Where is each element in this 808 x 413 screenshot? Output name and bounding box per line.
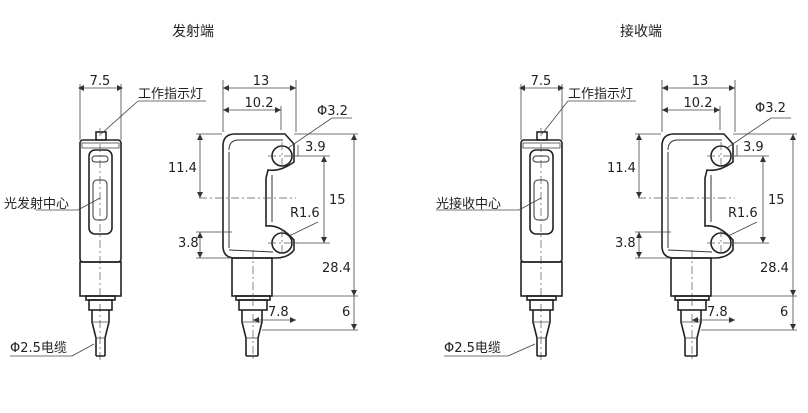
dim-cable-offset: 7.8: [268, 305, 289, 320]
receiver-front-view: [635, 80, 797, 360]
emitter-cable-label: Φ2.5电缆: [10, 340, 67, 356]
receiver-side-view: [519, 84, 564, 360]
dim-height-upper-r: 11.4: [607, 161, 636, 176]
dim-cable-len-r: 6: [780, 305, 788, 320]
receiver-center-label: 光接收中心: [436, 196, 501, 212]
dim-height-lower: 3.8: [178, 236, 199, 251]
dim-radius: R1.6: [290, 206, 320, 221]
dim-hole-spacing: 15: [329, 193, 346, 208]
dim-hole-dia-r: Φ3.2: [755, 101, 786, 116]
dim-height-total: 28.4: [322, 261, 351, 276]
dim-width-small: 7.5: [90, 74, 111, 89]
dim-height-upper: 11.4: [168, 161, 197, 176]
dim-hole-spacing-r: 15: [768, 193, 785, 208]
emitter-front-view: [196, 80, 358, 360]
receiver-indicator-label: 工作指示灯: [568, 87, 633, 102]
dim-height-total-r: 28.4: [760, 261, 789, 276]
emitter-center-label: 光发射中心: [4, 196, 69, 212]
dim-width-total: 13: [253, 74, 270, 89]
emitter-side-view: [78, 84, 123, 360]
dim-hole-offset-r: 3.9: [743, 140, 764, 155]
dim-height-lower-r: 3.8: [615, 236, 636, 251]
emitter-title: 发射端: [172, 24, 214, 40]
dim-width-inner-r: 10.2: [684, 96, 713, 111]
dim-hole-offset: 3.9: [305, 140, 326, 155]
dim-hole-dia: Φ3.2: [317, 104, 348, 119]
dim-width-total-r: 13: [692, 74, 709, 89]
receiver-cable-label: Φ2.5电缆: [444, 340, 501, 356]
dim-cable-offset-r: 7.8: [707, 305, 728, 320]
receiver-group: 7.5 工作指示灯 光接收中心 Φ2.5电缆 13 10.2 Φ3.2 3.9 …: [436, 74, 797, 360]
dim-cable-len: 6: [342, 305, 350, 320]
emitter-indicator-label: 工作指示灯: [138, 87, 203, 102]
dim-width-inner: 10.2: [245, 96, 274, 111]
dim-radius-r: R1.6: [728, 206, 758, 221]
receiver-title: 接收端: [620, 23, 662, 40]
dim-width-small-r: 7.5: [531, 74, 552, 89]
emitter-group: 7.5 工作指示灯 光发射中心 Φ2.5电缆 13 10.2 Φ3.2 3.9 …: [4, 74, 358, 360]
